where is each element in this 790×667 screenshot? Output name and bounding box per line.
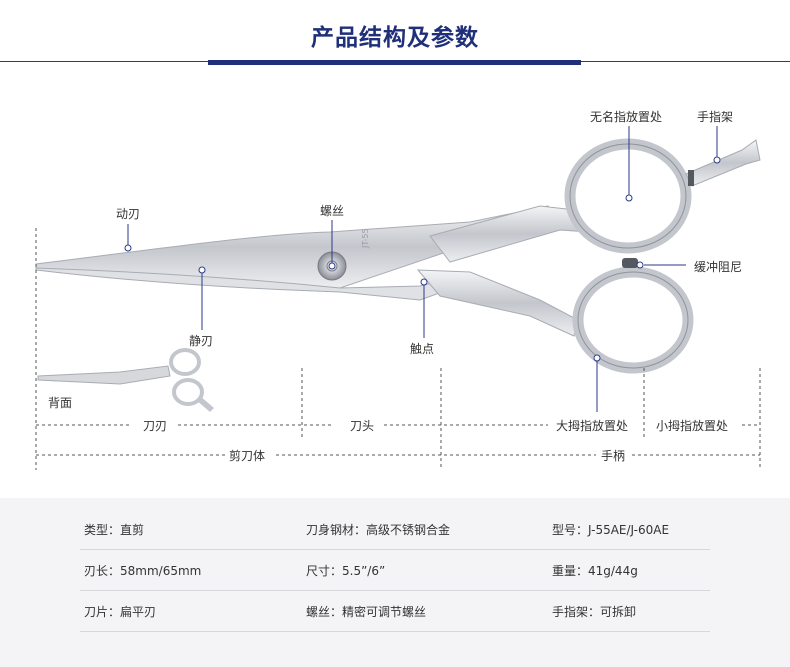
label-ring-finger-rest: 无名指放置处 xyxy=(590,108,662,125)
label-blade-tip: 刀头 xyxy=(350,417,374,434)
spec-table: 类型：直剪 刀身钢材：高级不锈钢合金 型号：J-55AE/J-60AE 刃长：5… xyxy=(0,498,790,667)
blade-engraving: JT-55 xyxy=(361,228,370,249)
spec-row: 类型：直剪 刀身钢材：高级不锈钢合金 型号：J-55AE/J-60AE xyxy=(80,511,710,550)
spec-type: 类型：直剪 xyxy=(84,521,144,538)
label-screw: 螺丝 xyxy=(320,202,344,219)
label-blade-edge: 刀刃 xyxy=(143,417,167,434)
spec-row: 刀片：扁平刃 螺丝：精密可调节螺丝 手指架：可拆卸 xyxy=(80,593,710,632)
lower-shank xyxy=(418,270,578,336)
spec-size: 尺寸：5.5”/6” xyxy=(306,562,385,579)
spec-screw: 螺丝：精密可调节螺丝 xyxy=(306,603,426,620)
label-moving-blade: 动刃 xyxy=(116,205,140,222)
upper-shank xyxy=(430,206,590,262)
scissors-illustration: JT-55 xyxy=(36,140,760,368)
label-contact-point: 触点 xyxy=(410,340,434,357)
label-handle: 手柄 xyxy=(601,447,625,464)
label-damper: 缓冲阻尼 xyxy=(694,258,742,275)
label-finger-rest: 手指架 xyxy=(697,108,733,125)
label-thumb-rest: 大拇指放置处 xyxy=(556,417,628,434)
spec-steel: 刀身钢材：高级不锈钢合金 xyxy=(306,521,450,538)
label-still-blade: 静刃 xyxy=(189,332,213,349)
finger-rest-shape xyxy=(686,140,760,186)
label-little-thumb-rest: 小拇指放置处 xyxy=(656,417,728,434)
label-scissor-body: 剪刀体 xyxy=(229,447,265,464)
damper-shape xyxy=(622,258,638,268)
spec-weight: 重量：41g/44g xyxy=(552,562,638,579)
spec-blade-length: 刃长：58mm/65mm xyxy=(84,562,201,579)
spec-finger-rest: 手指架：可拆卸 xyxy=(552,603,636,620)
spec-row: 刃长：58mm/65mm 尺寸：5.5”/6” 重量：41g/44g xyxy=(80,552,710,591)
spec-model: 型号：J-55AE/J-60AE xyxy=(552,521,669,538)
label-back-view: 背面 xyxy=(48,394,72,411)
lower-ring xyxy=(578,272,688,368)
spec-blade-type: 刀片：扁平刃 xyxy=(84,603,156,620)
